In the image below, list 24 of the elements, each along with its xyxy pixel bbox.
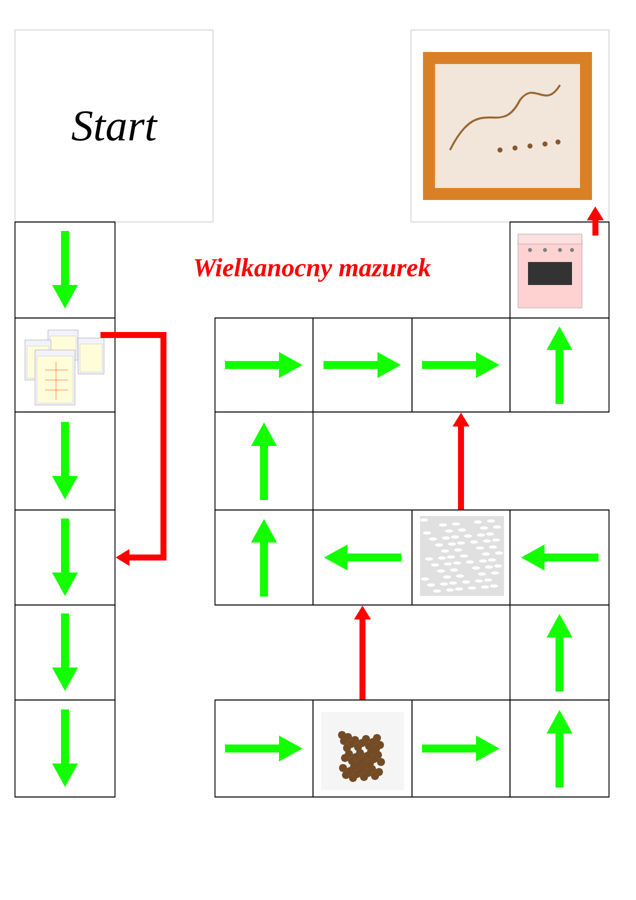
board-square xyxy=(14,510,116,606)
board-square xyxy=(510,700,610,798)
board-square xyxy=(412,318,510,412)
board-square xyxy=(214,318,314,412)
title: Wielkanocny mazurek xyxy=(194,258,431,282)
picture-box xyxy=(14,318,116,412)
board-square xyxy=(312,318,412,412)
board-square xyxy=(14,412,116,510)
start-box: Start xyxy=(14,30,214,222)
picture-box xyxy=(510,222,610,318)
board-square xyxy=(214,510,314,606)
board-square xyxy=(214,700,314,798)
arrow xyxy=(100,332,166,566)
board-square xyxy=(510,510,610,606)
board-square xyxy=(14,222,116,318)
board-square xyxy=(14,604,116,700)
picture-box xyxy=(412,510,510,606)
board-square xyxy=(510,604,610,700)
board-square xyxy=(412,700,510,798)
board-square xyxy=(312,510,412,606)
board-square xyxy=(14,700,116,798)
board-square xyxy=(510,318,610,412)
board-square xyxy=(214,412,314,510)
picture-box xyxy=(312,700,412,798)
